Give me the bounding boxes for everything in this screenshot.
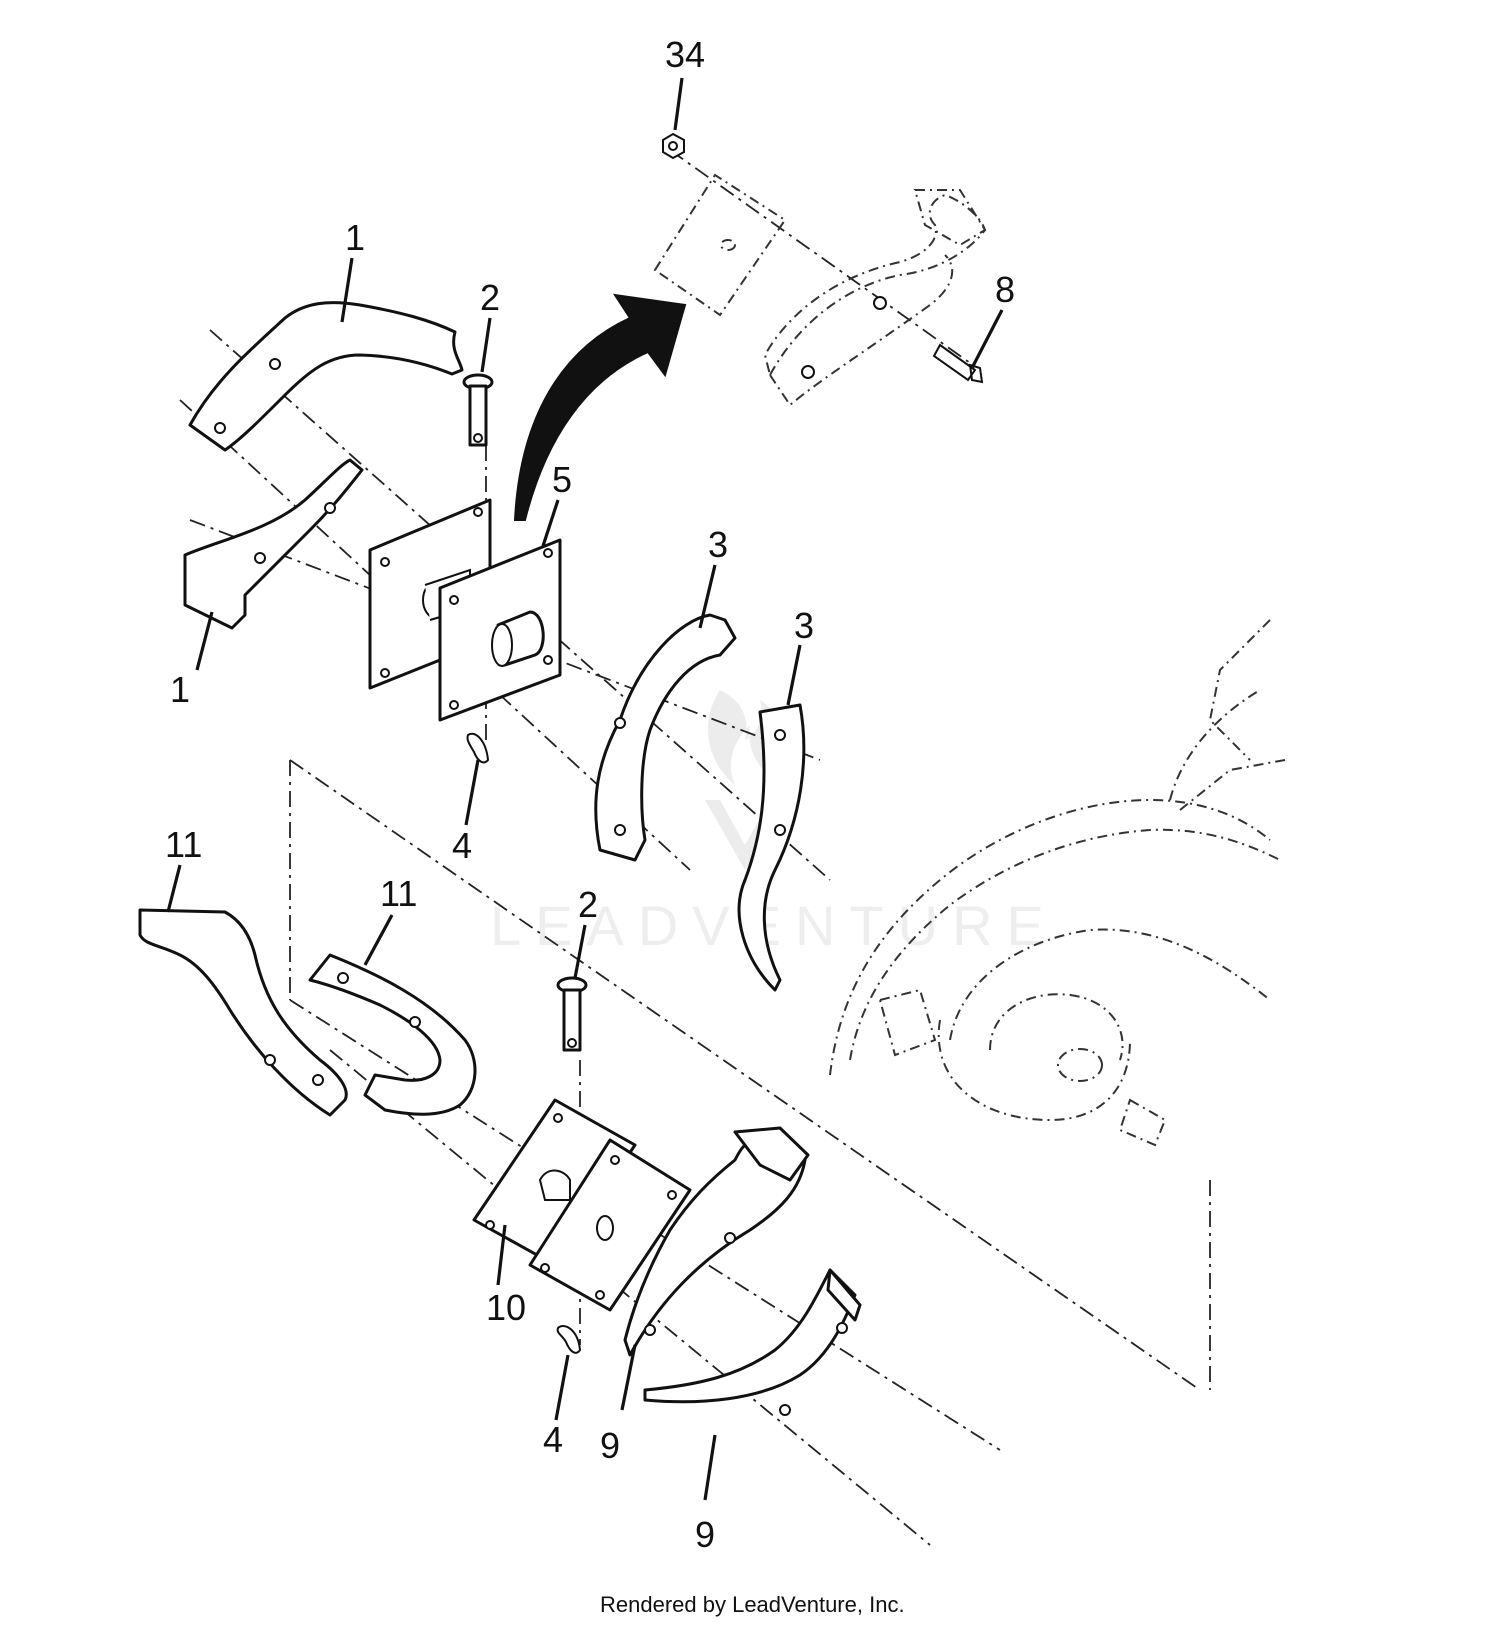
callout-5: 5	[552, 459, 572, 500]
leader-10	[496, 1224, 507, 1286]
detail-plate-hole	[720, 239, 736, 251]
top-clip-icon	[466, 732, 490, 764]
leader-1-left	[195, 611, 214, 671]
nut-bore	[668, 141, 678, 151]
bottom-bracket	[472, 1098, 692, 1312]
callout-4-top: 4	[452, 825, 472, 866]
top-pin	[462, 373, 494, 447]
detail-blade-hole-b	[873, 296, 887, 310]
detail-blade-tip	[913, 189, 987, 247]
bottom-tine-9-upper	[623, 1126, 810, 1357]
detail-tine-blade	[763, 193, 987, 407]
axis-line-d	[289, 759, 1201, 1391]
leader-9-bottom	[703, 1434, 717, 1501]
axis-line-c	[189, 519, 821, 761]
leader-1-top	[340, 257, 354, 323]
leader-34	[673, 77, 684, 131]
callout-1-top: 1	[345, 217, 365, 258]
leader-lines	[166, 77, 1004, 1501]
leader-9-mid	[620, 1344, 637, 1411]
leader-11-mid	[363, 914, 394, 966]
leader-3-right	[786, 644, 802, 706]
leader-11-left	[166, 864, 182, 913]
bottom-tine-11-right	[308, 953, 477, 1116]
callout-3-right: 3	[794, 605, 814, 646]
top-tine-3-right	[737, 703, 806, 992]
callout-3-left: 3	[708, 524, 728, 565]
callout-labels: 34 1 2 8 5 3 3 1 4 11 11 2 10 4 9 9	[165, 34, 1015, 1555]
callout-2-top: 2	[480, 277, 500, 318]
leader-4-top	[464, 759, 480, 826]
callout-9-bottom: 9	[695, 1514, 715, 1555]
callout-1-left: 1	[170, 669, 190, 710]
curved-arrow-icon	[513, 293, 687, 521]
leader-2-top	[480, 317, 492, 373]
bottom-tine-9-lower	[643, 1268, 862, 1416]
callout-9-mid: 9	[600, 1425, 620, 1466]
leader-2-bottom	[573, 924, 587, 979]
top-tine-3-left	[594, 613, 737, 862]
callout-8: 8	[995, 269, 1015, 310]
bottom-clip-icon	[556, 1325, 582, 1354]
watermark-text: LEADVENTURE	[490, 894, 1058, 957]
detail-view	[653, 132, 987, 407]
axis-line-detail	[669, 149, 981, 371]
callout-10: 10	[486, 1287, 526, 1328]
footer-credit: Rendered by LeadVenture, Inc.	[600, 1592, 905, 1617]
bottom-pin	[556, 976, 588, 1052]
bottom-tine-11-left	[138, 908, 348, 1117]
detail-mount-plate	[653, 173, 787, 317]
top-tine-1-lower	[183, 458, 364, 630]
detail-blade-hole-a	[801, 365, 815, 379]
leader-4-bottom	[554, 1354, 570, 1421]
axis-line-g	[329, 1049, 931, 1546]
callout-2-bottom: 2	[578, 884, 598, 925]
leader-3-left	[698, 564, 717, 629]
callout-11-left: 11	[165, 824, 202, 865]
top-bracket	[368, 498, 562, 722]
callout-34: 34	[665, 34, 705, 75]
top-tine-1-upper	[188, 301, 464, 452]
callout-11-mid: 11	[380, 873, 417, 914]
callout-4-bottom: 4	[543, 1419, 563, 1460]
leader-8	[970, 309, 1004, 369]
tiller-housing-ghost	[829, 619, 1286, 1147]
bolt-icon	[932, 343, 984, 384]
leader-5	[541, 499, 560, 547]
